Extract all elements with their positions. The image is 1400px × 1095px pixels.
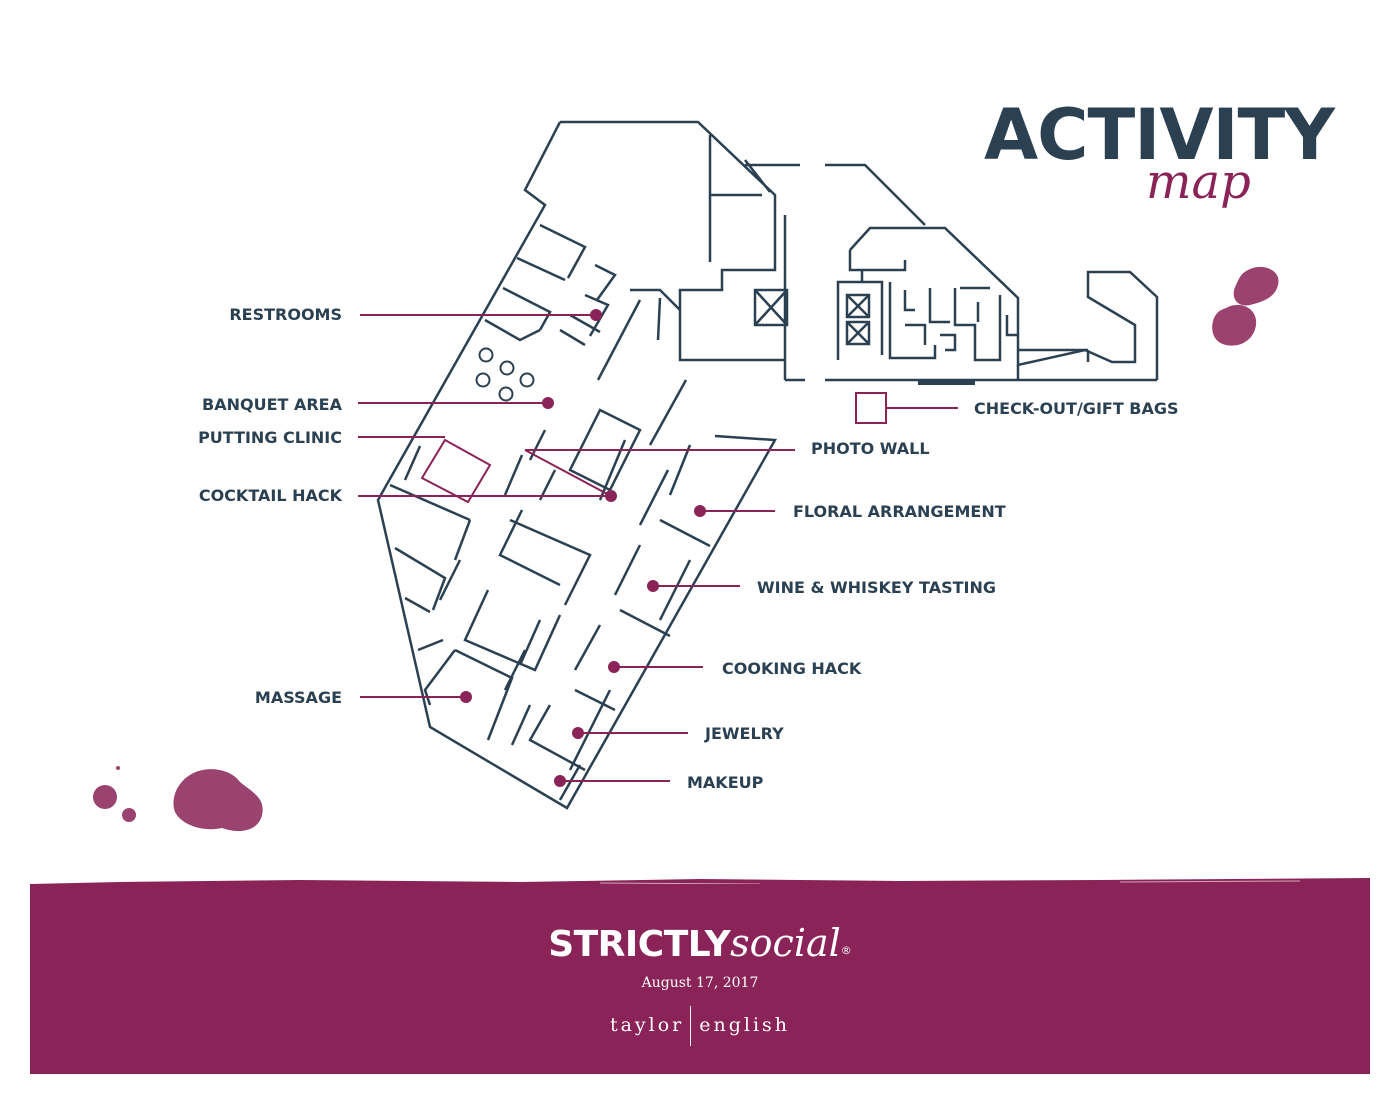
marker-cocktail [605, 490, 617, 502]
marker-restrooms [590, 309, 602, 321]
partner-right: english [699, 1014, 791, 1036]
brand-soft: social [730, 921, 841, 965]
location-markers [460, 309, 706, 787]
leader-lines [358, 314, 958, 782]
label-cocktail-hack: COCKTAIL HACK [198, 486, 342, 505]
label-banquet-area: BANQUET AREA [202, 395, 342, 414]
map-subtitle: map [1146, 154, 1251, 210]
marker-wine [647, 580, 659, 592]
label-checkout-gift-bags: CHECK-OUT/GIFT BAGS [974, 399, 1179, 418]
marker-massage [460, 691, 472, 703]
checkout-area [855, 392, 887, 424]
label-makeup: MAKEUP [687, 773, 764, 792]
partner-divider [690, 1006, 692, 1046]
marker-banquet [542, 397, 554, 409]
putting-clinic-area [420, 438, 492, 504]
brand-strong: STRICTLY [548, 924, 731, 965]
label-cooking-hack: COOKING HACK [722, 659, 862, 678]
registered-mark: ® [840, 944, 852, 957]
marker-jewelry [572, 727, 584, 739]
event-date: August 17, 2017 [641, 975, 759, 991]
label-massage: MASSAGE [254, 688, 342, 707]
marker-floral [694, 505, 706, 517]
marker-makeup [554, 775, 566, 787]
marker-cooking [608, 661, 620, 673]
label-wine-whiskey-tasting: WINE & WHISKEY TASTING [757, 578, 996, 597]
ink-blot-bottom-left [93, 766, 263, 832]
banquet-tables [475, 347, 535, 402]
label-floral-arrangement: FLORAL ARRANGEMENT [793, 502, 1006, 521]
brand-logo: STRICTLYsocial® [0, 924, 1400, 963]
partner-logo: taylor english [0, 1006, 1400, 1046]
label-restrooms: RESTROOMS [229, 305, 342, 324]
ink-blot-top-right [1212, 266, 1279, 346]
label-photo-wall: PHOTO WALL [811, 439, 930, 458]
footer-band [30, 884, 1370, 1074]
partner-left: taylor [609, 1014, 685, 1036]
label-jewelry: JEWELRY [705, 724, 784, 743]
label-putting-clinic: PUTTING CLINIC [198, 428, 342, 447]
map-title: ACTIVITY [984, 94, 1335, 176]
building-walls [376, 120, 1159, 810]
